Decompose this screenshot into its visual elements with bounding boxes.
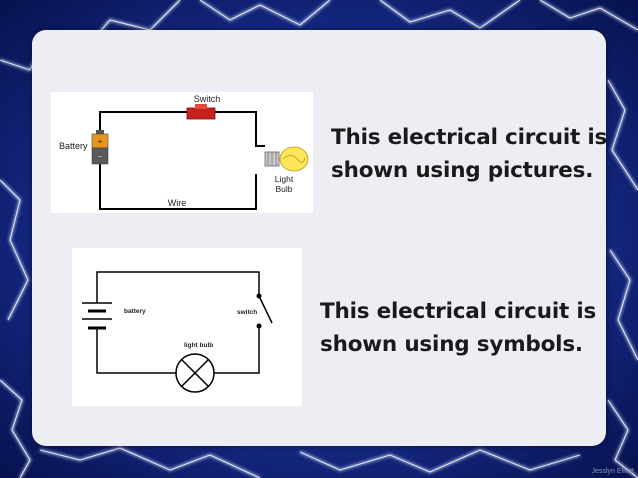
bulb-label-line2: Bulb — [275, 184, 292, 194]
bulb-label-line1: Light — [275, 174, 294, 184]
battery-plus-sign: + — [98, 137, 103, 146]
wire-label: Wire — [168, 198, 187, 208]
switch-picture — [186, 104, 216, 120]
symbols-caption: This electrical circuit is shown using s… — [320, 299, 597, 357]
light-bulb-picture — [264, 146, 309, 172]
symbol-wires — [96, 271, 260, 374]
circuit-wires — [99, 111, 265, 210]
battery-symbol — [82, 302, 112, 330]
bulb-symbol — [175, 353, 215, 393]
switch-symbol — [256, 293, 273, 329]
bulb-symbol-label: light bulb — [184, 342, 213, 349]
pictorial-circuit-diagram: + − Switch Battery Light Bulb Wire — [51, 92, 313, 213]
battery-label: Battery — [59, 141, 88, 151]
watermark-text: Jesslyn Elliott — [591, 468, 634, 475]
switch-label: Switch — [194, 94, 221, 104]
battery-symbol-label: battery — [124, 308, 146, 315]
symbolic-circuit-diagram: battery switch light bulb — [72, 248, 302, 406]
battery-picture: + − — [91, 130, 109, 165]
pictures-caption: This electrical circuit is shown using p… — [331, 125, 608, 183]
switch-symbol-label: switch — [237, 309, 257, 316]
battery-minus-sign: − — [98, 152, 103, 161]
